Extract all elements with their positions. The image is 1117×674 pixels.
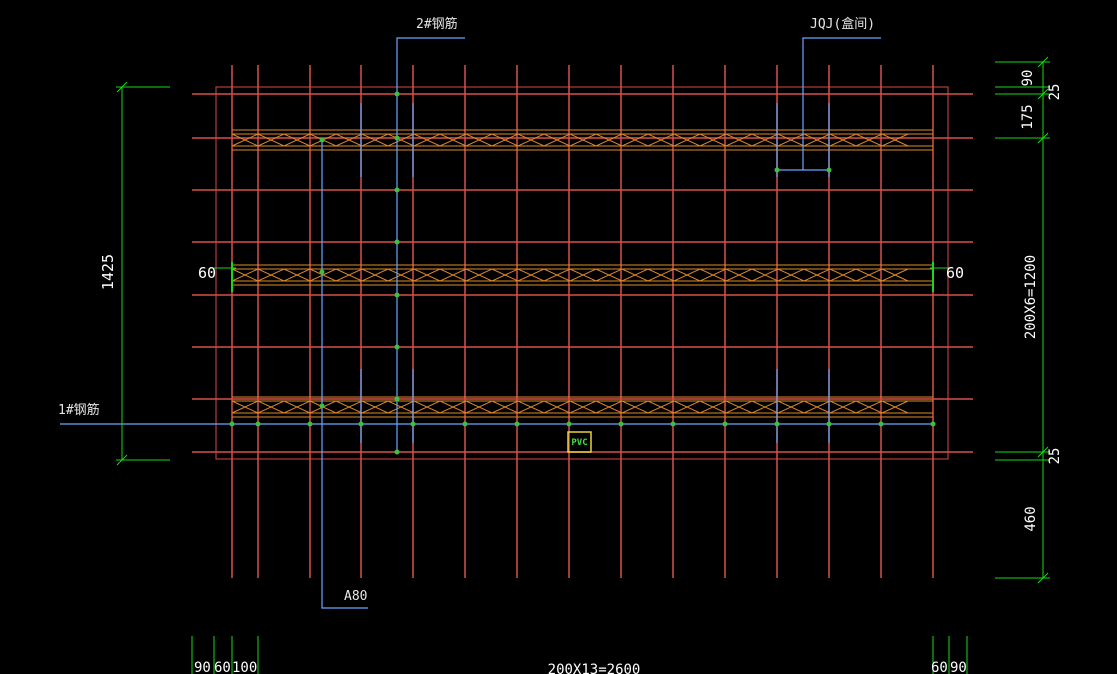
rebar1-node: [670, 421, 676, 427]
rebar1-node: [566, 421, 572, 427]
rebar1-node: [774, 421, 780, 427]
rebar2-node: [394, 292, 400, 298]
rebar2-node: [394, 396, 400, 402]
leader-lines: [60, 37, 935, 609]
dim-right-25b: 25: [1047, 448, 1063, 465]
dim-bottom-60b: 60: [931, 660, 948, 674]
leader-node: [319, 269, 325, 275]
lattice-trusses: [231, 129, 933, 418]
rebar2-node: [394, 239, 400, 245]
dim-left-1425: 1425: [99, 254, 117, 290]
truss-diagonal: [231, 268, 909, 282]
leader-node: [319, 137, 325, 143]
dim-bottom-2600: 200X13=2600: [548, 662, 641, 674]
rebar1-node: [722, 421, 728, 427]
rebar1-label: 1#钢筋: [58, 402, 100, 418]
horizontal-rebars: [192, 93, 973, 453]
truss-diagonal: [231, 133, 909, 147]
rebar1-node: [358, 421, 364, 427]
rebar2-label: 2#钢筋: [416, 16, 458, 32]
side-dim-right: 60: [946, 264, 964, 282]
leader-node: [774, 167, 780, 173]
vertical-rebars: [231, 65, 934, 578]
slab-outline: [215, 86, 949, 460]
rebar1-node: [514, 421, 520, 427]
dim-bottom-90b: 90: [950, 660, 967, 674]
rebar2-node: [394, 135, 400, 141]
rebar1-node: [307, 421, 313, 427]
rebar1-node: [410, 421, 416, 427]
dim-bottom-100: 100: [232, 660, 257, 674]
rebar2-node: [394, 187, 400, 193]
dim-bottom-90a: 90: [194, 660, 211, 674]
dim-right-90: 90: [1020, 70, 1036, 87]
a80-label: A80: [344, 589, 367, 604]
connection-nodes: [229, 91, 936, 455]
rebar2-node: [394, 344, 400, 350]
jqj-label: JQJ(盒间): [810, 16, 875, 32]
a80-leader-line: [321, 140, 368, 609]
rebar1-node: [826, 421, 832, 427]
rebar2-leader-line: [396, 37, 465, 452]
dim-right-460: 460: [1023, 506, 1039, 531]
rebar1-node: [618, 421, 624, 427]
pvc-marker: [567, 431, 592, 453]
pvc-label: PVC: [571, 438, 587, 448]
truss-diagonal: [231, 133, 909, 147]
dim-right-1200: 200X6=1200: [1023, 255, 1039, 339]
side-dim-left: 60: [198, 264, 216, 282]
dim-right-175: 175: [1020, 104, 1036, 129]
rebar1-node: [462, 421, 468, 427]
rebar2-node: [394, 449, 400, 455]
dimension-lines: [116, 56, 1050, 674]
rebar1-node: [878, 421, 884, 427]
dim-bottom-60a: 60: [214, 660, 231, 674]
rebar1-node: [930, 421, 936, 427]
rebar1-node: [255, 421, 261, 427]
jqj-leader-up: [802, 37, 881, 170]
leader-node: [319, 403, 325, 409]
truss-diagonal: [231, 400, 909, 414]
truss-diagonal: [231, 268, 909, 282]
truss-diagonal: [231, 400, 909, 414]
rebar2-node: [394, 91, 400, 97]
rebar1-node: [229, 421, 235, 427]
dim-right-25a: 25: [1047, 84, 1063, 101]
leader-node: [826, 167, 832, 173]
